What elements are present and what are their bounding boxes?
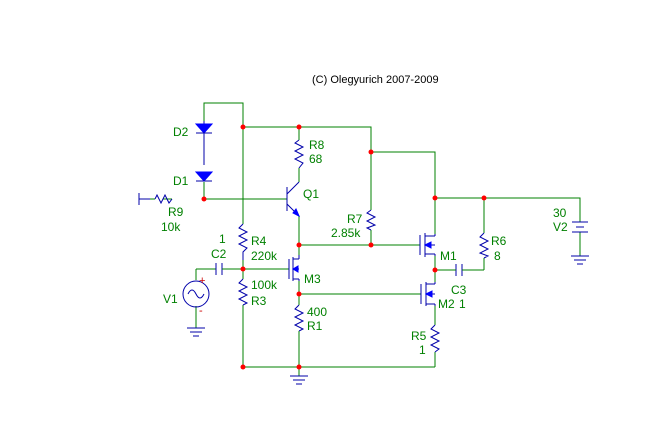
capacitor-c3: C3 1 [451, 264, 467, 311]
r7-value: 2.85k [331, 226, 361, 240]
r1-value: 400 [307, 305, 327, 319]
resistor-r5: R5 1 [411, 324, 441, 357]
resistor-r4: R4 220k [237, 223, 278, 263]
d1-label: D1 [173, 174, 189, 188]
r8-value: 68 [309, 152, 323, 166]
resistor-r9: R9 10k [154, 193, 184, 234]
v2-value: 30 [553, 206, 567, 220]
ground-main [290, 375, 308, 385]
wires [150, 102, 581, 376]
m3-label: M3 [304, 272, 321, 286]
r9-value: 10k [161, 220, 181, 234]
v1-plus: + [199, 275, 205, 287]
voltage-source-v2: 30 V2 [553, 206, 588, 234]
c3-label: C3 [451, 283, 467, 297]
copyright-text: (C) Olegyurich 2007-2009 [312, 74, 439, 86]
mosfet-m1: M1 [419, 233, 457, 263]
transistor-q1: Q1 [286, 181, 319, 218]
resistor-r7: R7 2.85k [331, 209, 377, 240]
ground-v2 [571, 255, 589, 265]
diode-d1: D1 [173, 171, 214, 188]
c2-value: 1 [219, 232, 226, 246]
c2-label: C2 [211, 247, 227, 261]
v1-minus: - [199, 305, 203, 317]
diode-d2: D2 [173, 121, 214, 165]
v1-label: V1 [163, 292, 178, 306]
resistor-r3: 100k R3 [237, 278, 278, 308]
r4-value: 220k [251, 249, 278, 263]
c3-value: 1 [459, 297, 466, 311]
r3-value: 100k [251, 278, 278, 292]
d2-label: D2 [173, 125, 189, 139]
m2-label: M2 [438, 297, 455, 311]
ground-v1 [187, 327, 205, 337]
resistor-r8: R8 68 [293, 138, 325, 169]
resistor-r1: 400 R1 [293, 304, 327, 333]
input-terminal [138, 193, 150, 205]
r1-label: R1 [307, 319, 323, 333]
r6-value: 8 [494, 249, 501, 263]
q1-label: Q1 [303, 187, 319, 201]
r5-label: R5 [411, 329, 427, 343]
r5-value: 1 [419, 343, 426, 357]
r3-label: R3 [251, 294, 267, 308]
junction-dots [201, 124, 487, 370]
voltage-source-v1: + - V1 [163, 275, 210, 317]
r6-label: R6 [491, 234, 507, 248]
mosfet-m2: M2 [420, 282, 455, 311]
capacitor-c2: 1 C2 [211, 232, 229, 275]
mosfet-m3: M3 [288, 255, 321, 286]
resistor-r6: R6 8 [478, 232, 507, 263]
m1-label: M1 [440, 249, 457, 263]
r4-label: R4 [251, 234, 267, 248]
r7-label: R7 [347, 212, 363, 226]
r9-label: R9 [168, 205, 184, 219]
r8-label: R8 [309, 138, 325, 152]
v2-label: V2 [553, 220, 568, 234]
